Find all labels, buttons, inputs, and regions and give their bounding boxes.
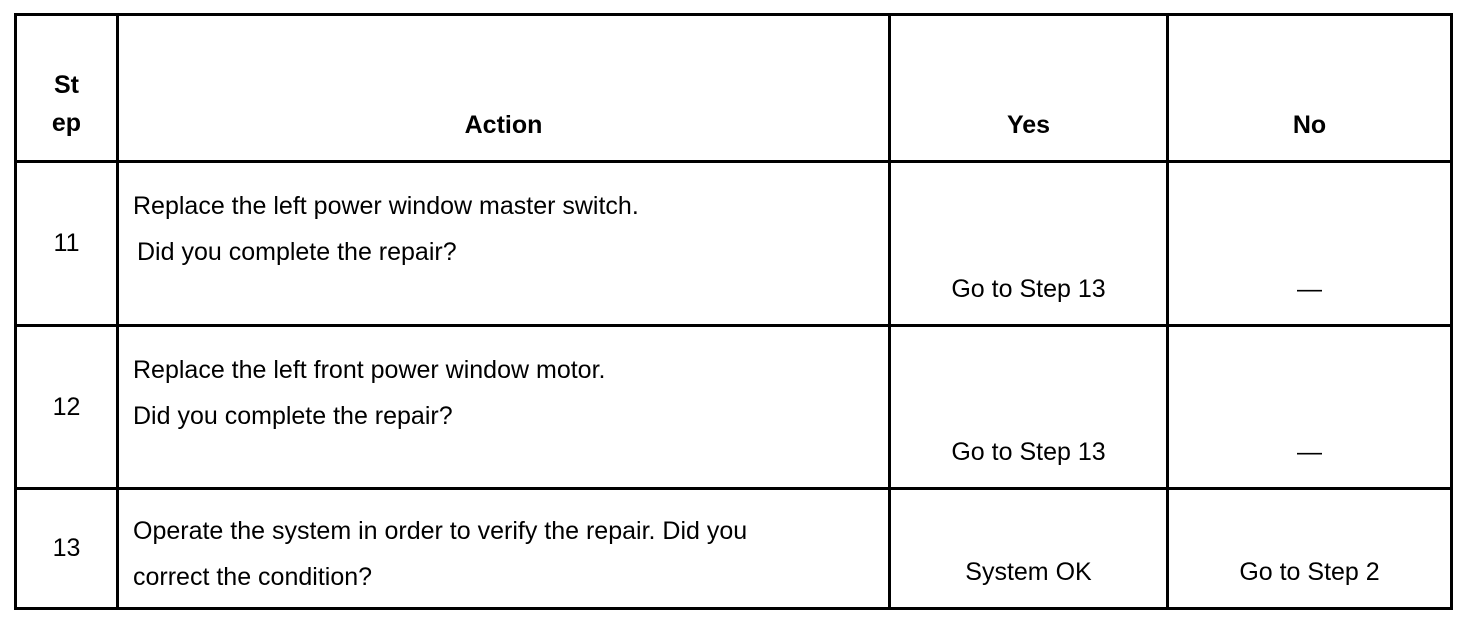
header-step-line2: ep [51,109,82,137]
action-cell: Replace the left power window master swi… [116,160,891,327]
header-no: No [1166,13,1453,163]
table-row: 12 Replace the left front power window m… [14,324,1453,490]
action-line: correct the condition? [133,563,373,591]
action-cell: Operate the system in order to verify th… [116,487,891,610]
yes-cell: Go to Step 13 [888,160,1169,327]
yes-cell: Go to Step 13 [888,324,1169,490]
table-row: 13 Operate the system in order to verify… [14,487,1453,610]
step-number: 12 [14,324,119,490]
action-line: Did you complete the repair? [137,238,457,266]
header-step: St ep [14,13,119,163]
header-row: St ep Action Yes No [14,13,1453,163]
no-cell: — [1166,324,1453,490]
no-cell: Go to Step 2 [1166,487,1453,610]
diagnostic-table: St ep Action Yes No 11 Replace the left … [14,13,1453,610]
action-line: Replace the left power window master swi… [133,192,639,220]
header-action: Action [116,13,891,163]
yes-cell: System OK [888,487,1169,610]
header-step-line1: St [54,71,79,99]
table-row: 11 Replace the left power window master … [14,160,1453,327]
step-number: 11 [14,160,119,327]
step-number: 13 [14,487,119,610]
action-line: Did you complete the repair? [133,402,453,430]
action-line: Replace the left front power window moto… [133,356,606,384]
header-yes: Yes [888,13,1169,163]
no-cell: — [1166,160,1453,327]
action-cell: Replace the left front power window moto… [116,324,891,490]
action-line: Operate the system in order to verify th… [133,517,748,545]
